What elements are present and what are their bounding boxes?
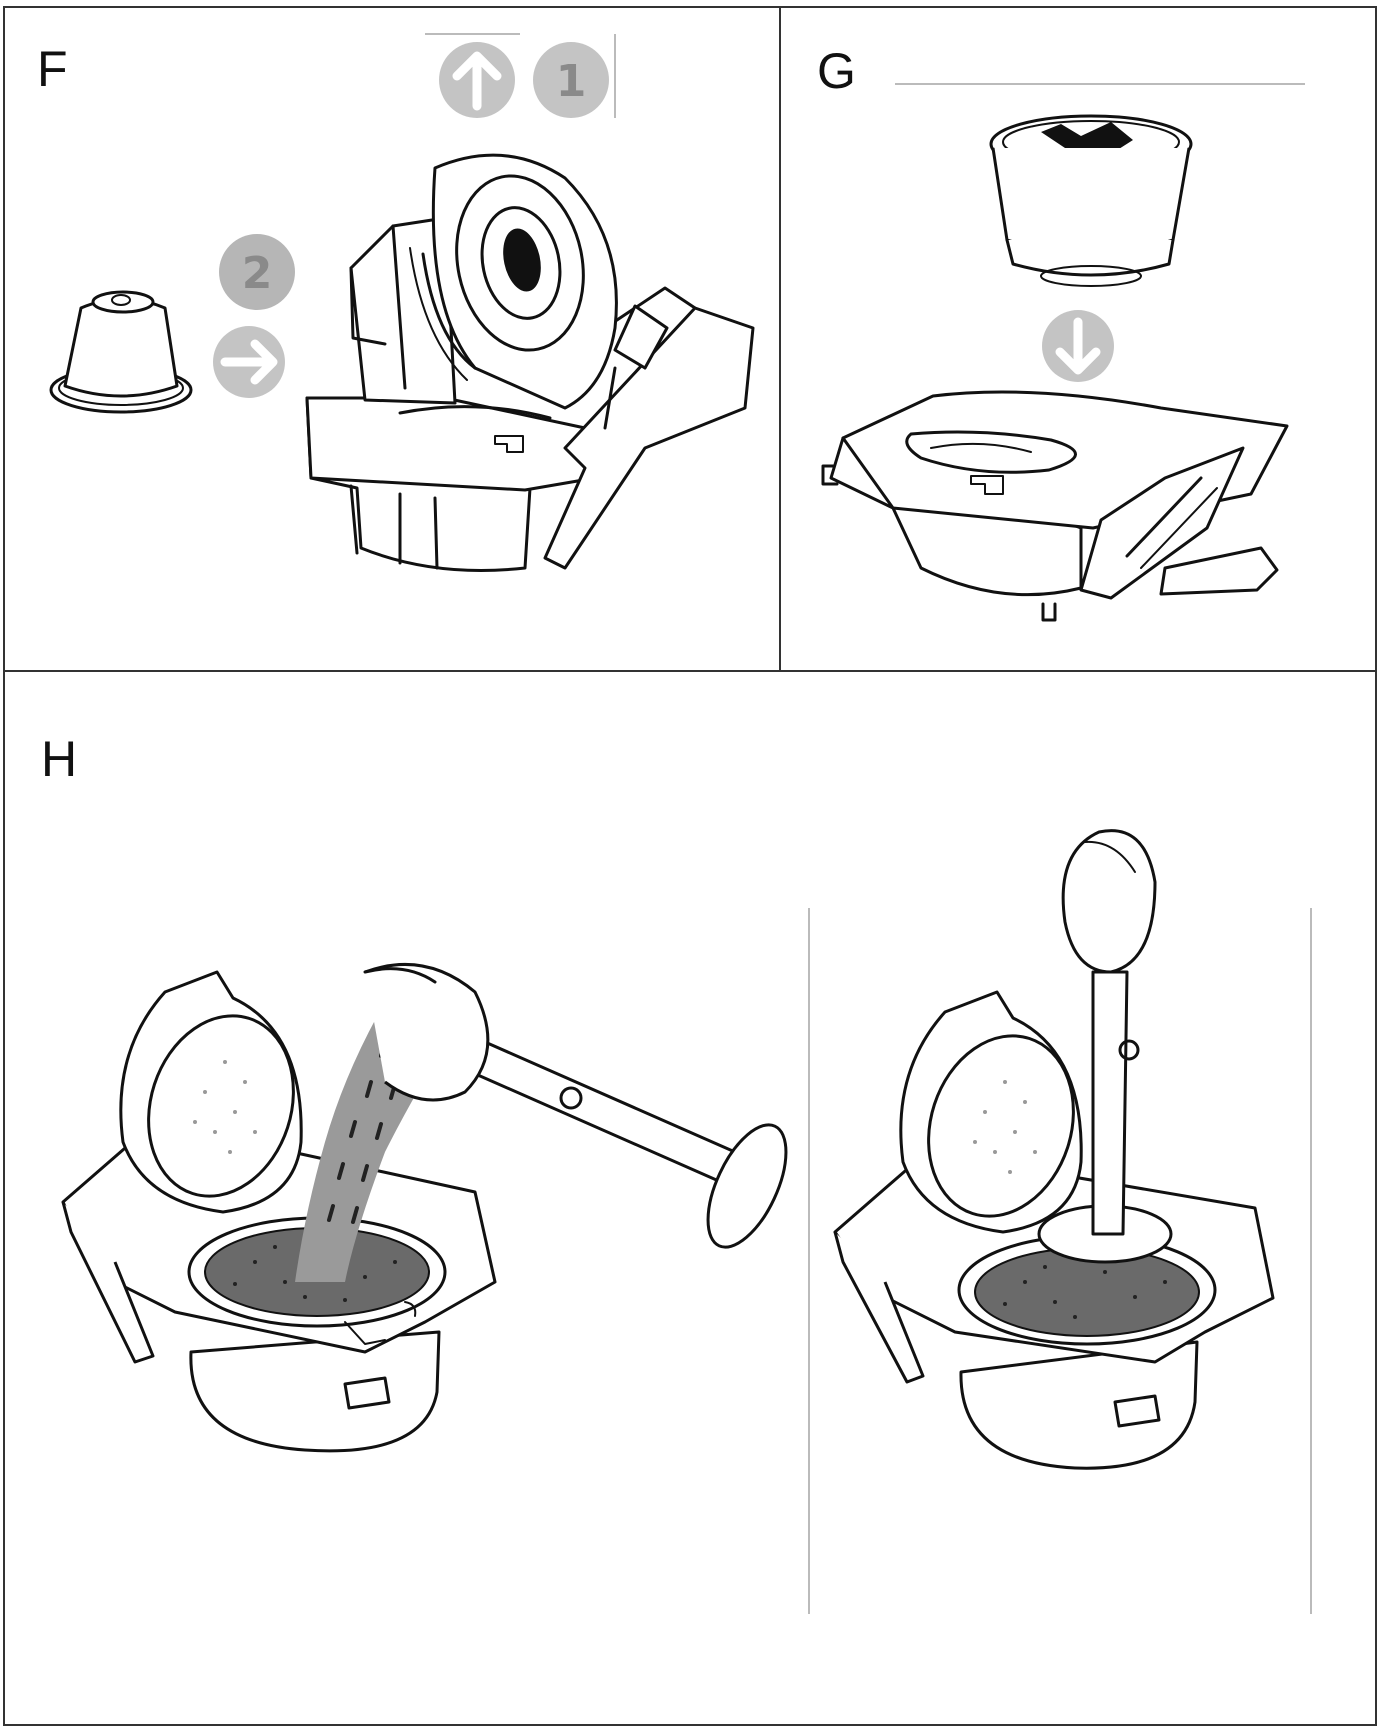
step-1-label: 1 (556, 56, 587, 107)
panel-letter-f: F (37, 41, 68, 97)
capsule-adapter-open (305, 153, 755, 572)
capsule-adapter-closed (821, 390, 1289, 622)
arrow-up-icon (439, 42, 515, 118)
coffee-capsule (49, 290, 193, 414)
arrow-right-icon (213, 326, 285, 398)
refillable-capsule-filling (61, 970, 497, 1453)
panel-letter-h: H (41, 731, 78, 787)
panel-g: G (779, 6, 1377, 672)
panel-f-illustration: 1 2 (49, 33, 755, 572)
panel-f: F 1 2 (3, 6, 781, 672)
step-1-badge: 1 (533, 42, 609, 118)
step-2-label: 2 (242, 248, 273, 299)
step-2-badge: 2 (219, 234, 295, 310)
panel-h: H (3, 670, 1377, 1726)
panel-g-illustration (821, 83, 1305, 622)
coffee-capsule-large (989, 114, 1193, 287)
measuring-spoon-tamper (363, 962, 788, 1249)
arrow-down-icon (1042, 310, 1114, 382)
panel-letter-g: G (817, 43, 856, 99)
refillable-capsule-tamping (833, 829, 1275, 1470)
panel-h-illustration (61, 829, 1312, 1614)
